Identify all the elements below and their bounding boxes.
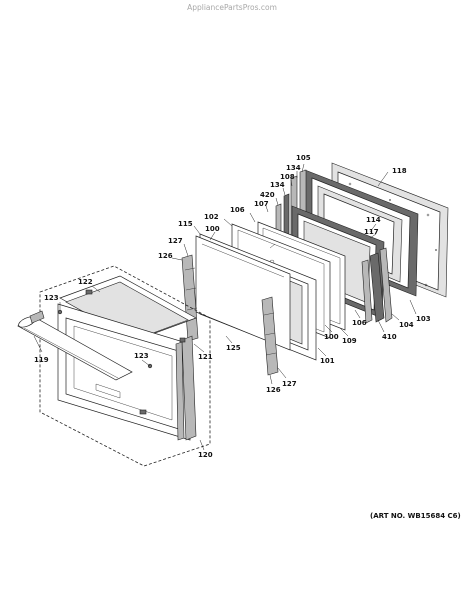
callout-125: 125 — [226, 344, 241, 352]
callout-123-b: 123 — [134, 352, 149, 360]
callout-109: 109 — [342, 337, 357, 345]
callout-117: 117 — [364, 228, 379, 236]
callout-120: 120 — [198, 451, 213, 459]
vent-strip-right — [261, 296, 279, 376]
leader-lines — [33, 163, 417, 451]
callout-122: 122 — [78, 278, 93, 286]
callout-127: 127 — [168, 237, 183, 245]
callout-100-b: 100 — [324, 333, 339, 341]
callout-103: 103 — [416, 315, 431, 323]
callout-114: 114 — [366, 216, 381, 224]
callout-127-b: 127 — [282, 380, 297, 388]
callout-134: 134 — [286, 164, 301, 172]
callout-420: 420 — [260, 191, 275, 199]
callout-106-b: 106 — [352, 319, 367, 327]
callout-104: 104 — [399, 321, 414, 329]
outer-door-assembly-boundary — [39, 265, 211, 467]
callout-labels: 105 134 108 118 134 420 107 106 102 115 … — [34, 154, 431, 459]
callout-102: 102 — [204, 213, 219, 221]
door-handle — [17, 310, 133, 381]
callout-118: 118 — [392, 167, 407, 175]
callout-101: 101 — [320, 357, 335, 365]
callout-126: 126 — [158, 252, 173, 260]
callout-134-b: 134 — [270, 181, 285, 189]
watermark: AppliancePartsPros.com — [187, 3, 277, 12]
callout-107: 107 — [254, 200, 269, 208]
callout-106: 106 — [230, 206, 245, 214]
callout-119: 119 — [34, 356, 49, 364]
callout-126-b: 126 — [266, 386, 281, 394]
callout-410: 410 — [382, 333, 397, 341]
callout-123: 123 — [44, 294, 59, 302]
callout-100: 100 — [205, 225, 220, 233]
vent-strip-left — [181, 254, 199, 342]
callout-105: 105 — [296, 154, 311, 162]
art-number: (ART NO. WB15684 C6) — [370, 512, 461, 520]
callout-115: 115 — [178, 220, 193, 228]
side-bracket-right — [361, 247, 393, 324]
callout-121: 121 — [198, 353, 213, 361]
callout-108: 108 — [280, 173, 295, 181]
